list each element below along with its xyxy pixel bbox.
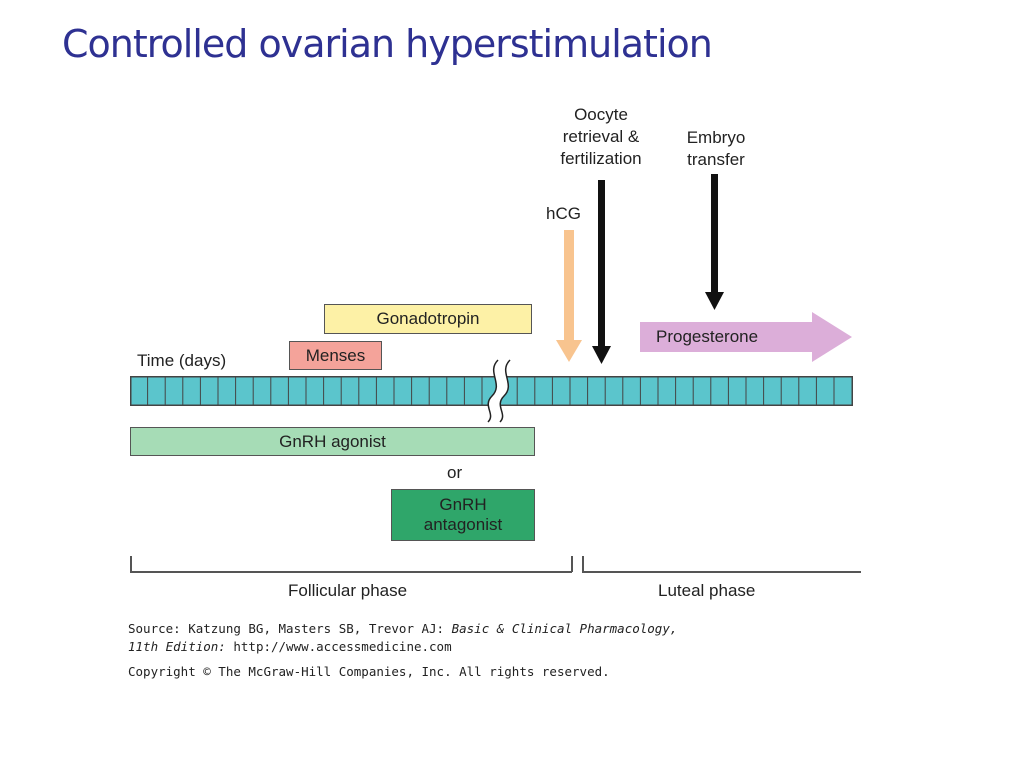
oocyte-retrieval-label: Oocyte retrieval & fertilization [545, 104, 657, 170]
embryo-transfer-arrow [705, 174, 724, 310]
gnrh-antagonist-box: GnRH antagonist [391, 489, 535, 541]
source-url: http://www.accessmedicine.com [225, 639, 452, 654]
copyright-line: Copyright © The McGraw-Hill Companies, I… [128, 664, 610, 679]
gnrh-agonist-box: GnRH agonist [130, 427, 535, 456]
source-book: Basic & Clinical Pharmacology, [451, 621, 678, 636]
embryo-label-line1: Embryo [686, 128, 746, 147]
oocyte-retrieval-arrow [592, 180, 611, 364]
slide-title: Controlled ovarian hyperstimulation [62, 22, 713, 66]
follicular-phase-label: Follicular phase [288, 581, 408, 600]
hcg-arrow [556, 230, 582, 362]
source-edition: 11th Edition: [128, 639, 226, 654]
source-line2: 11th Edition: http://www.accessmedicine.… [128, 639, 452, 654]
menses-box: Menses [289, 341, 382, 370]
hcg-label: hCG [546, 204, 581, 223]
luteal-phase-label: Luteal phase [658, 581, 756, 600]
progesterone-label: Progesterone [656, 327, 759, 346]
oocyte-label-line3: fertilization [560, 149, 642, 168]
source-prefix: Source: Katzung BG, Masters SB, Trevor A… [128, 621, 452, 636]
embryo-transfer-label: Embryo transfer [670, 127, 762, 171]
embryo-label-line2: transfer [687, 150, 745, 169]
gonadotropin-box: Gonadotropin [324, 304, 532, 334]
time-axis-bar [130, 376, 853, 406]
oocyte-label-line2: retrieval & [562, 127, 640, 146]
gnrh-antagonist-line2: antagonist [423, 515, 503, 534]
gnrh-antagonist-line1: GnRH [439, 495, 487, 514]
time-axis-label: Time (days) [137, 351, 227, 370]
source-line1: Source: Katzung BG, Masters SB, Trevor A… [128, 621, 677, 636]
oocyte-label-line1: Oocyte [574, 105, 628, 124]
or-label: or [447, 463, 463, 482]
